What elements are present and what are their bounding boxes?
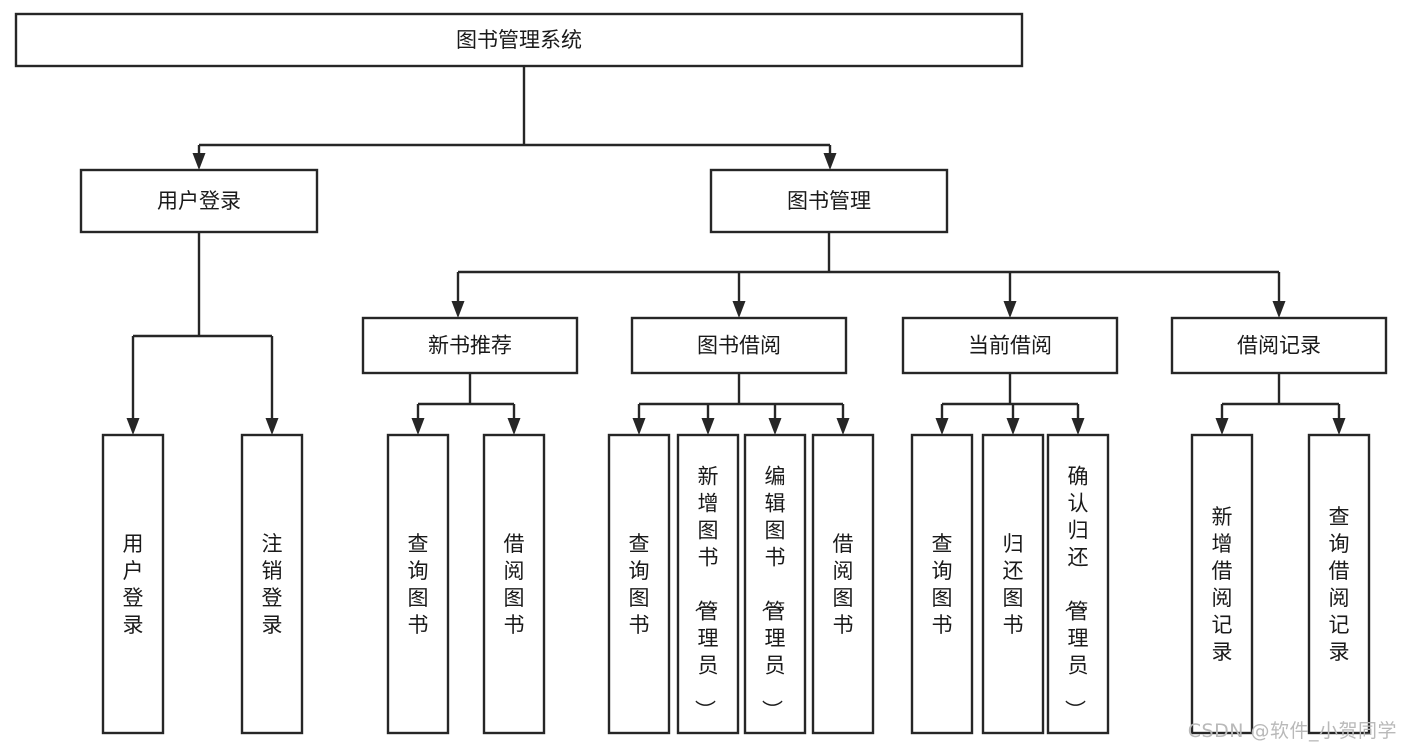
node-box[interactable]: [361, 316, 579, 375]
node-label: 新增借阅记录: [1212, 505, 1233, 664]
arrow-head-icon: [1332, 418, 1346, 435]
node-book-manage[interactable]: 图书管理: [709, 168, 949, 234]
node-leaf-borrow-book-a[interactable]: 借阅图书: [482, 433, 546, 735]
arrow-head-icon: [632, 418, 646, 435]
node-book-borrow[interactable]: 图书借阅: [630, 316, 848, 375]
node-box[interactable]: [743, 433, 807, 735]
node-label: 用户登录: [123, 532, 144, 637]
connector-new-book-rec-to-leaves: [411, 373, 521, 435]
node-box[interactable]: [910, 433, 974, 735]
node-label: 借阅图书: [504, 532, 525, 637]
connector-borrow-record-to-leaves: [1215, 373, 1346, 435]
node-box[interactable]: [240, 433, 304, 735]
node-leaf-add-book[interactable]: 新增图书（管理员）: [676, 433, 740, 735]
node-label: 查询借阅记录: [1329, 505, 1350, 664]
node-box[interactable]: [482, 433, 546, 735]
node-label: 图书管理: [787, 189, 871, 213]
node-user-login[interactable]: 用户登录: [79, 168, 319, 234]
arrow-head-icon: [768, 418, 782, 435]
node-leaf-query-book-c[interactable]: 查询图书: [910, 433, 974, 735]
arrow-head-icon: [192, 153, 206, 170]
node-box[interactable]: [1190, 433, 1254, 735]
node-leaf-borrow-book-b[interactable]: 借阅图书: [811, 433, 875, 735]
arrow-head-icon: [732, 301, 746, 318]
node-label: 归还图书: [1003, 532, 1024, 637]
node-label: 新书推荐: [428, 334, 512, 358]
node-root[interactable]: 图书管理系统: [14, 12, 1024, 68]
node-new-book-rec[interactable]: 新书推荐: [361, 316, 579, 375]
arrow-head-icon: [935, 418, 949, 435]
node-leaf-query-book-b[interactable]: 查询图书: [607, 433, 671, 735]
csdn-watermark: CSDN @软件_小贺同学: [1187, 720, 1397, 742]
arrow-head-icon: [1071, 418, 1085, 435]
node-box[interactable]: [386, 433, 450, 735]
arrow-head-icon: [265, 418, 279, 435]
arrow-head-icon: [507, 418, 521, 435]
arrow-head-icon: [1215, 418, 1229, 435]
node-box[interactable]: [1307, 433, 1371, 735]
node-box[interactable]: [1170, 316, 1388, 375]
node-box[interactable]: [676, 433, 740, 735]
node-box[interactable]: [811, 433, 875, 735]
node-label: 查询图书: [408, 532, 429, 637]
arrow-head-icon: [451, 301, 465, 318]
node-leaf-query-book-a[interactable]: 查询图书: [386, 433, 450, 735]
node-current-borrow[interactable]: 当前借阅: [901, 316, 1119, 375]
connections-layer: [126, 66, 1346, 435]
node-label: 新增图书（管理员）: [693, 465, 719, 721]
node-leaf-edit-book[interactable]: 编辑图书（管理员）: [743, 433, 807, 735]
connector-book-manage-to-level2: [451, 232, 1286, 318]
node-label: 查询图书: [629, 532, 650, 637]
node-label: 查询图书: [932, 532, 953, 637]
node-label: 当前借阅: [968, 334, 1052, 358]
node-box[interactable]: [101, 433, 165, 735]
node-leaf-return-book[interactable]: 归还图书: [981, 433, 1045, 735]
connector-root-to-level1: [192, 66, 837, 170]
node-leaf-user-login[interactable]: 用户登录: [101, 433, 165, 735]
node-box[interactable]: [901, 316, 1119, 375]
node-leaf-add-record[interactable]: 新增借阅记录: [1190, 433, 1254, 735]
node-leaf-logout[interactable]: 注销登录: [240, 433, 304, 735]
arrow-head-icon: [126, 418, 140, 435]
node-leaf-confirm-return[interactable]: 确认归还（管理员）: [1046, 433, 1110, 735]
node-box[interactable]: [79, 168, 319, 234]
arrow-head-icon: [1003, 301, 1017, 318]
node-box[interactable]: [630, 316, 848, 375]
node-box[interactable]: [607, 433, 671, 735]
connector-current-borrow-to-leaves: [935, 373, 1085, 435]
arrow-head-icon: [823, 153, 837, 170]
node-label: 确认归还（管理员）: [1063, 465, 1089, 721]
node-box[interactable]: [14, 12, 1024, 68]
arrow-head-icon: [701, 418, 715, 435]
node-box[interactable]: [1046, 433, 1110, 735]
node-box[interactable]: [709, 168, 949, 234]
node-box[interactable]: [981, 433, 1045, 735]
arrow-head-icon: [1272, 301, 1286, 318]
node-label: 借阅记录: [1237, 334, 1321, 358]
node-label: 图书借阅: [697, 334, 781, 358]
node-label: 注销登录: [262, 532, 283, 637]
arrow-head-icon: [1006, 418, 1020, 435]
node-label: 借阅图书: [833, 532, 854, 637]
node-label: 图书管理系统: [456, 28, 582, 52]
arrow-head-icon: [411, 418, 425, 435]
node-label: 用户登录: [157, 189, 241, 213]
connector-user-login-to-leaves: [126, 232, 279, 435]
node-borrow-record[interactable]: 借阅记录: [1170, 316, 1388, 375]
node-leaf-query-record[interactable]: 查询借阅记录: [1307, 433, 1371, 735]
node-label: 编辑图书（管理员）: [760, 465, 786, 721]
nodes-layer: 图书管理系统用户登录图书管理新书推荐图书借阅当前借阅借阅记录用户登录注销登录查询…: [14, 12, 1388, 735]
connector-book-borrow-to-leaves: [632, 373, 850, 435]
arrow-head-icon: [836, 418, 850, 435]
